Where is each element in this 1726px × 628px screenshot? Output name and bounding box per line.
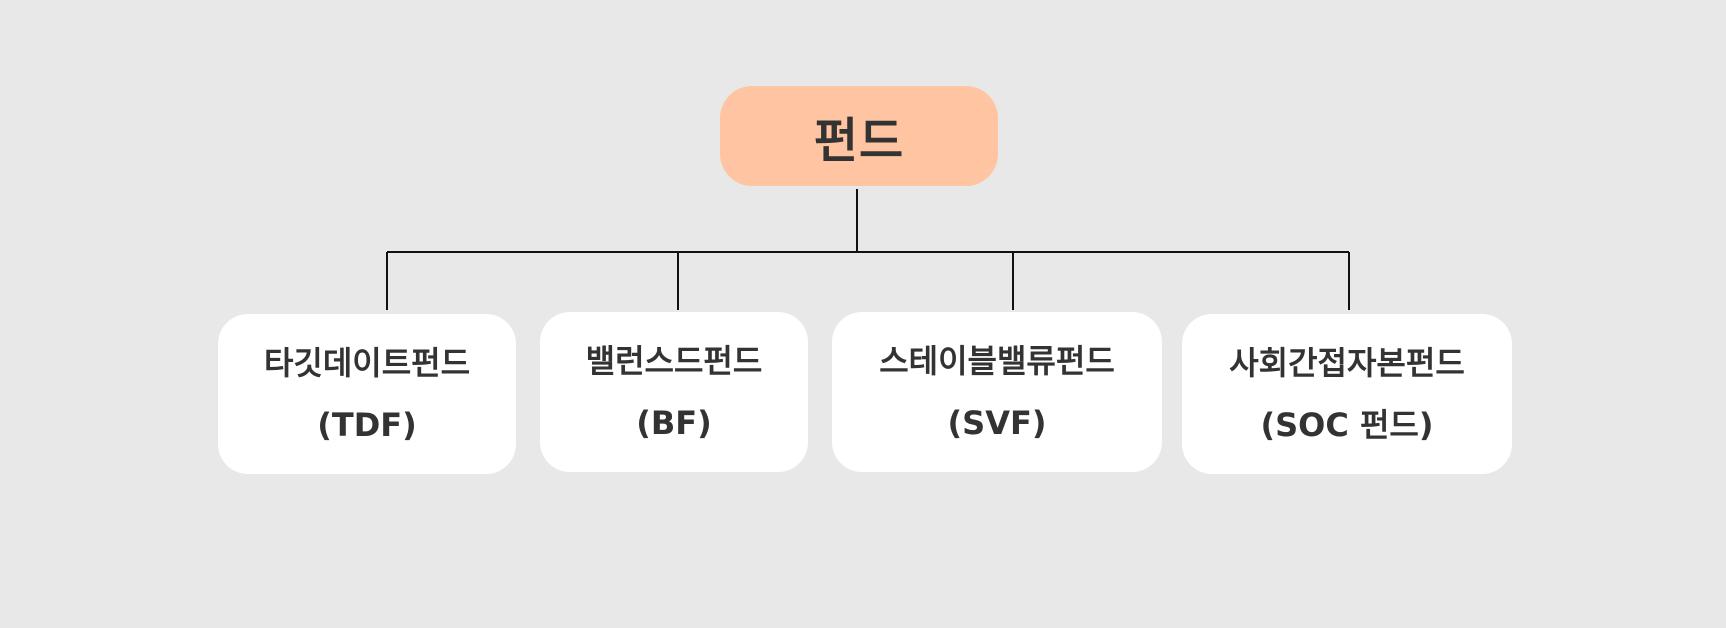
- child-abbreviation: (BF): [636, 404, 712, 442]
- root-node-fund: 펀드: [720, 86, 998, 186]
- child-name: 사회간접자본펀드: [1229, 344, 1465, 382]
- root-label: 펀드: [813, 113, 905, 169]
- child-abbreviation: (TDF): [317, 406, 417, 444]
- child-node-bf: 밸런스드펀드 (BF): [540, 312, 808, 472]
- child-abbreviation: (SOC 펀드): [1260, 406, 1434, 444]
- child-name: 밸런스드펀드: [585, 342, 763, 380]
- child-node-svf: 스테이블밸류펀드 (SVF): [832, 312, 1162, 472]
- child-node-tdf: 타깃데이트펀드 (TDF): [218, 314, 516, 474]
- child-node-soc: 사회간접자본펀드 (SOC 펀드): [1182, 314, 1512, 474]
- child-name: 스테이블밸류펀드: [879, 342, 1115, 380]
- child-abbreviation: (SVF): [947, 404, 1047, 442]
- child-name: 타깃데이트펀드: [263, 344, 471, 382]
